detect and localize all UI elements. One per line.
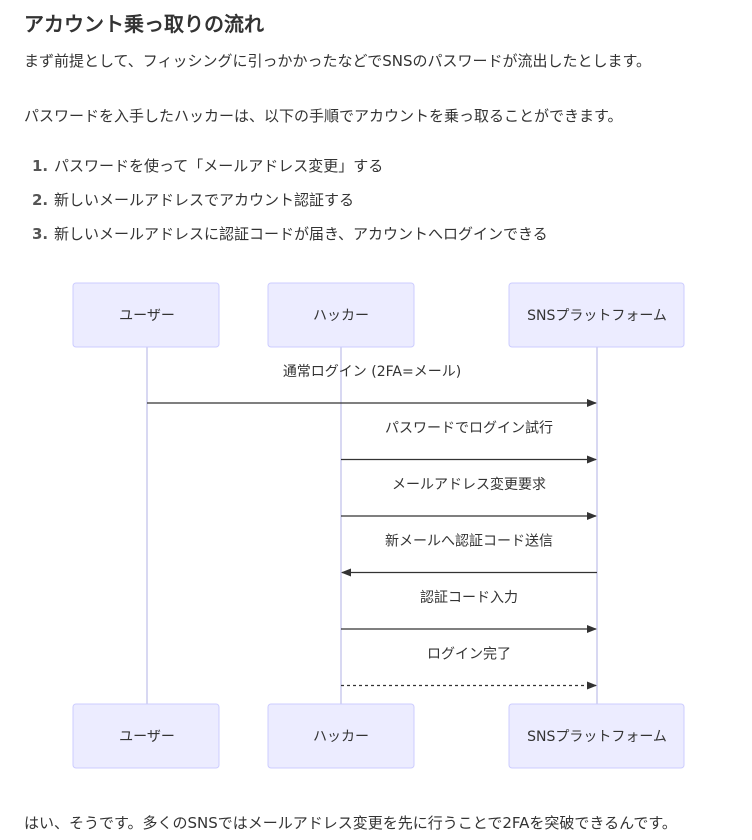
participant-box-bottom: SNSプラットフォーム (508, 703, 685, 769)
participant-box-rect (508, 703, 685, 769)
message: パスワードでログイン試行 (341, 421, 597, 464)
participant-box-bottom: ユーザー (72, 703, 220, 769)
message-label: パスワードでログイン試行 (385, 421, 553, 437)
message: 通常ログイン (2FA=メール) (147, 364, 597, 407)
step-item: 3. 新しいメールアドレスに認証コードが届き、アカウントへログインできる (32, 224, 548, 258)
lead-paragraph: パスワードを入手したハッカーは、以下の手順でアカウントを乗っ取ることができます。 (24, 107, 623, 125)
message: ログイン完了 (341, 647, 597, 690)
step-text: 新しいメールアドレスに認証コードが届き、アカウントへログインできる (54, 225, 548, 243)
step-number: 1. (32, 157, 49, 175)
participant-label: ハッカー (313, 308, 369, 324)
participant-label: ユーザー (119, 308, 175, 324)
participant-box-rect (508, 282, 685, 348)
participant-box-top: ユーザー (72, 282, 220, 348)
message-label: 通常ログイン (2FA=メール) (283, 364, 461, 380)
message: 新メールへ認証コード送信 (341, 534, 597, 577)
message: 認証コード入力 (341, 590, 597, 633)
steps-list: 1. パスワードを使って「メールアドレス変更」する 2. 新しいメールアドレスでアカ… (32, 156, 548, 258)
step-item: 1. パスワードを使って「メールアドレス変更」する (32, 156, 548, 190)
participant-label: ハッカー (313, 729, 369, 745)
participant-box-rect (267, 703, 415, 769)
participant-label: SNSプラットフォーム (527, 729, 667, 745)
message-label: 認証コード入力 (420, 590, 518, 606)
message-label: 新メールへ認証コード送信 (385, 534, 553, 550)
participant-box-bottom: ハッカー (267, 703, 415, 769)
step-text: 新しいメールアドレスでアカウント認証する (54, 191, 355, 209)
section-heading: アカウント乗っ取りの流れ (24, 12, 264, 36)
participant-box-top: SNSプラットフォーム (508, 282, 685, 348)
participant-label: ユーザー (119, 729, 175, 745)
step-item: 2. 新しいメールアドレスでアカウント認証する (32, 190, 548, 224)
participant-box-top: ハッカー (267, 282, 415, 348)
message-label: ログイン完了 (427, 647, 511, 663)
intro-paragraph: まず前提として、フィッシングに引っかかったなどでSNSのパスワードが流出したとし… (24, 52, 651, 70)
step-number: 3. (32, 225, 49, 243)
step-number: 2. (32, 191, 49, 209)
participant-box-rect (72, 703, 220, 769)
message-label: メールアドレス変更要求 (392, 476, 546, 493)
footer-paragraph: はい、そうです。多くのSNSではメールアドレス変更を先に行うことで2FAを突破で… (24, 814, 677, 832)
participant-box-rect (267, 282, 415, 348)
message: メールアドレス変更要求 (341, 476, 597, 520)
participant-label: SNSプラットフォーム (527, 308, 667, 324)
participant-box-rect (72, 282, 220, 348)
step-text: パスワードを使って「メールアドレス変更」する (54, 157, 384, 175)
